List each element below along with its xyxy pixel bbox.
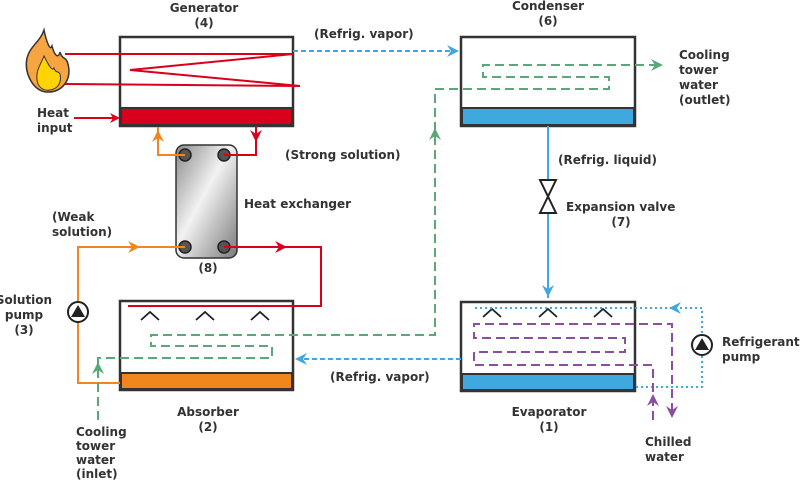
generator-number: (4) — [194, 16, 213, 30]
evaporator — [459, 300, 637, 393]
condenser-label: Condenser — [512, 0, 584, 13]
arrow-down-strong — [250, 130, 262, 142]
absorber-number: (2) — [198, 420, 217, 434]
strong-solution-line-bottom — [128, 246, 322, 307]
arrow-right-strong — [275, 241, 287, 253]
arrow-up-weak — [152, 130, 164, 142]
condenser — [459, 35, 637, 128]
absorber-label: Absorber — [177, 405, 239, 419]
refrig-liquid-label: (Refrig. liquid) — [558, 153, 657, 167]
arrow-right-weak — [128, 241, 140, 253]
strong-solution-label: (Strong solution) — [285, 148, 401, 162]
refrig-vapor-label-bottom: (Refrig. vapor) — [330, 370, 430, 384]
expansion-valve-number: (7) — [611, 215, 630, 229]
pump-icon — [67, 301, 89, 323]
expansion-valve-icon — [538, 179, 558, 214]
heat-exchanger-label: Heat exchanger — [244, 197, 351, 211]
generator — [64, 35, 301, 128]
refrigerant-pump-icon — [691, 334, 713, 356]
evaporator-label: Evaporator — [512, 405, 587, 419]
expansion-valve-label: Expansion valve — [566, 200, 675, 214]
heat-exchanger — [175, 144, 238, 259]
heat-exchanger-number: (8) — [198, 261, 217, 275]
arrow-right-cooling-outlet — [651, 59, 663, 71]
arrow-up-cooling-riser — [429, 128, 441, 140]
evaporator-number: (1) — [539, 420, 558, 434]
cooling-water-line — [97, 64, 655, 420]
arrow-up-cooling-inlet — [92, 362, 104, 374]
refrig-vapor-label-top: (Refrig. vapor) — [314, 27, 414, 41]
condenser-number: (6) — [538, 14, 557, 28]
flame-icon — [25, 27, 70, 93]
chilled-water-line — [473, 323, 673, 420]
generator-label: Generator — [170, 1, 239, 15]
